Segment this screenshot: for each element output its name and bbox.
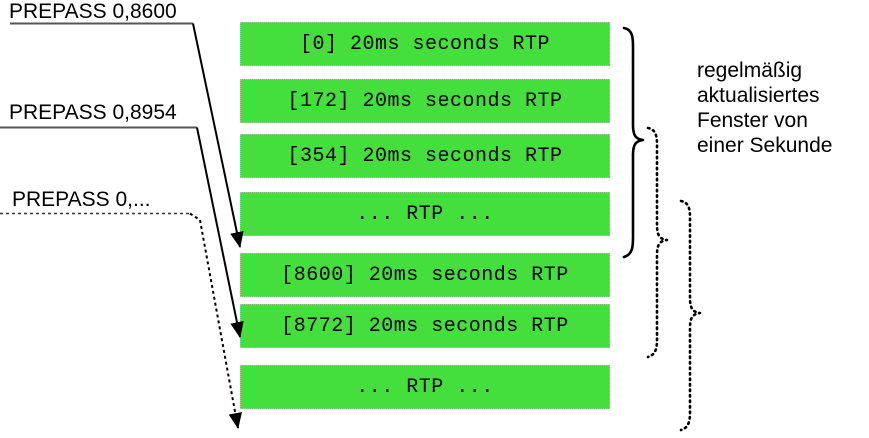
prepass-label-2: PREPASS 0,... (12, 188, 151, 211)
prepass-leader-0 (10, 22, 244, 248)
window-brace-dotted-1 (646, 126, 669, 359)
prepass-leader-1 (0, 126, 244, 338)
rtp-box-label: ... RTP ... (356, 202, 494, 226)
rtp-box: [8600] 20ms seconds RTP (240, 253, 610, 297)
window-brace-dotted-2 (679, 199, 702, 432)
rtp-box: [0] 20ms seconds RTP (240, 22, 610, 66)
window-annotation-text: regelmäßig aktualisiertes Fenster von ei… (697, 59, 833, 157)
rtp-box: [172] 20ms seconds RTP (240, 79, 610, 123)
rtp-box-label: [172] 20ms seconds RTP (287, 89, 563, 113)
rtp-box-label: [354] 20ms seconds RTP (287, 144, 563, 168)
rtp-box: [8772] 20ms seconds RTP (240, 304, 610, 348)
prepass-leader-2 (0, 212, 242, 429)
rtp-box-label: ... RTP ... (356, 375, 494, 399)
prepass-label-0: PREPASS 0,8600 (9, 0, 177, 23)
rtp-box-label: [0] 20ms seconds RTP (299, 32, 551, 56)
rtp-box: ... RTP ... (240, 192, 610, 236)
rtp-box: ... RTP ... (240, 365, 610, 409)
window-brace-solid (622, 26, 645, 259)
prepass-label-1: PREPASS 0,8954 (9, 101, 177, 124)
rtp-box: [354] 20ms seconds RTP (240, 134, 610, 178)
rtp-box-label: [8600] 20ms seconds RTP (281, 263, 569, 287)
rtp-box-label: [8772] 20ms seconds RTP (281, 314, 569, 338)
